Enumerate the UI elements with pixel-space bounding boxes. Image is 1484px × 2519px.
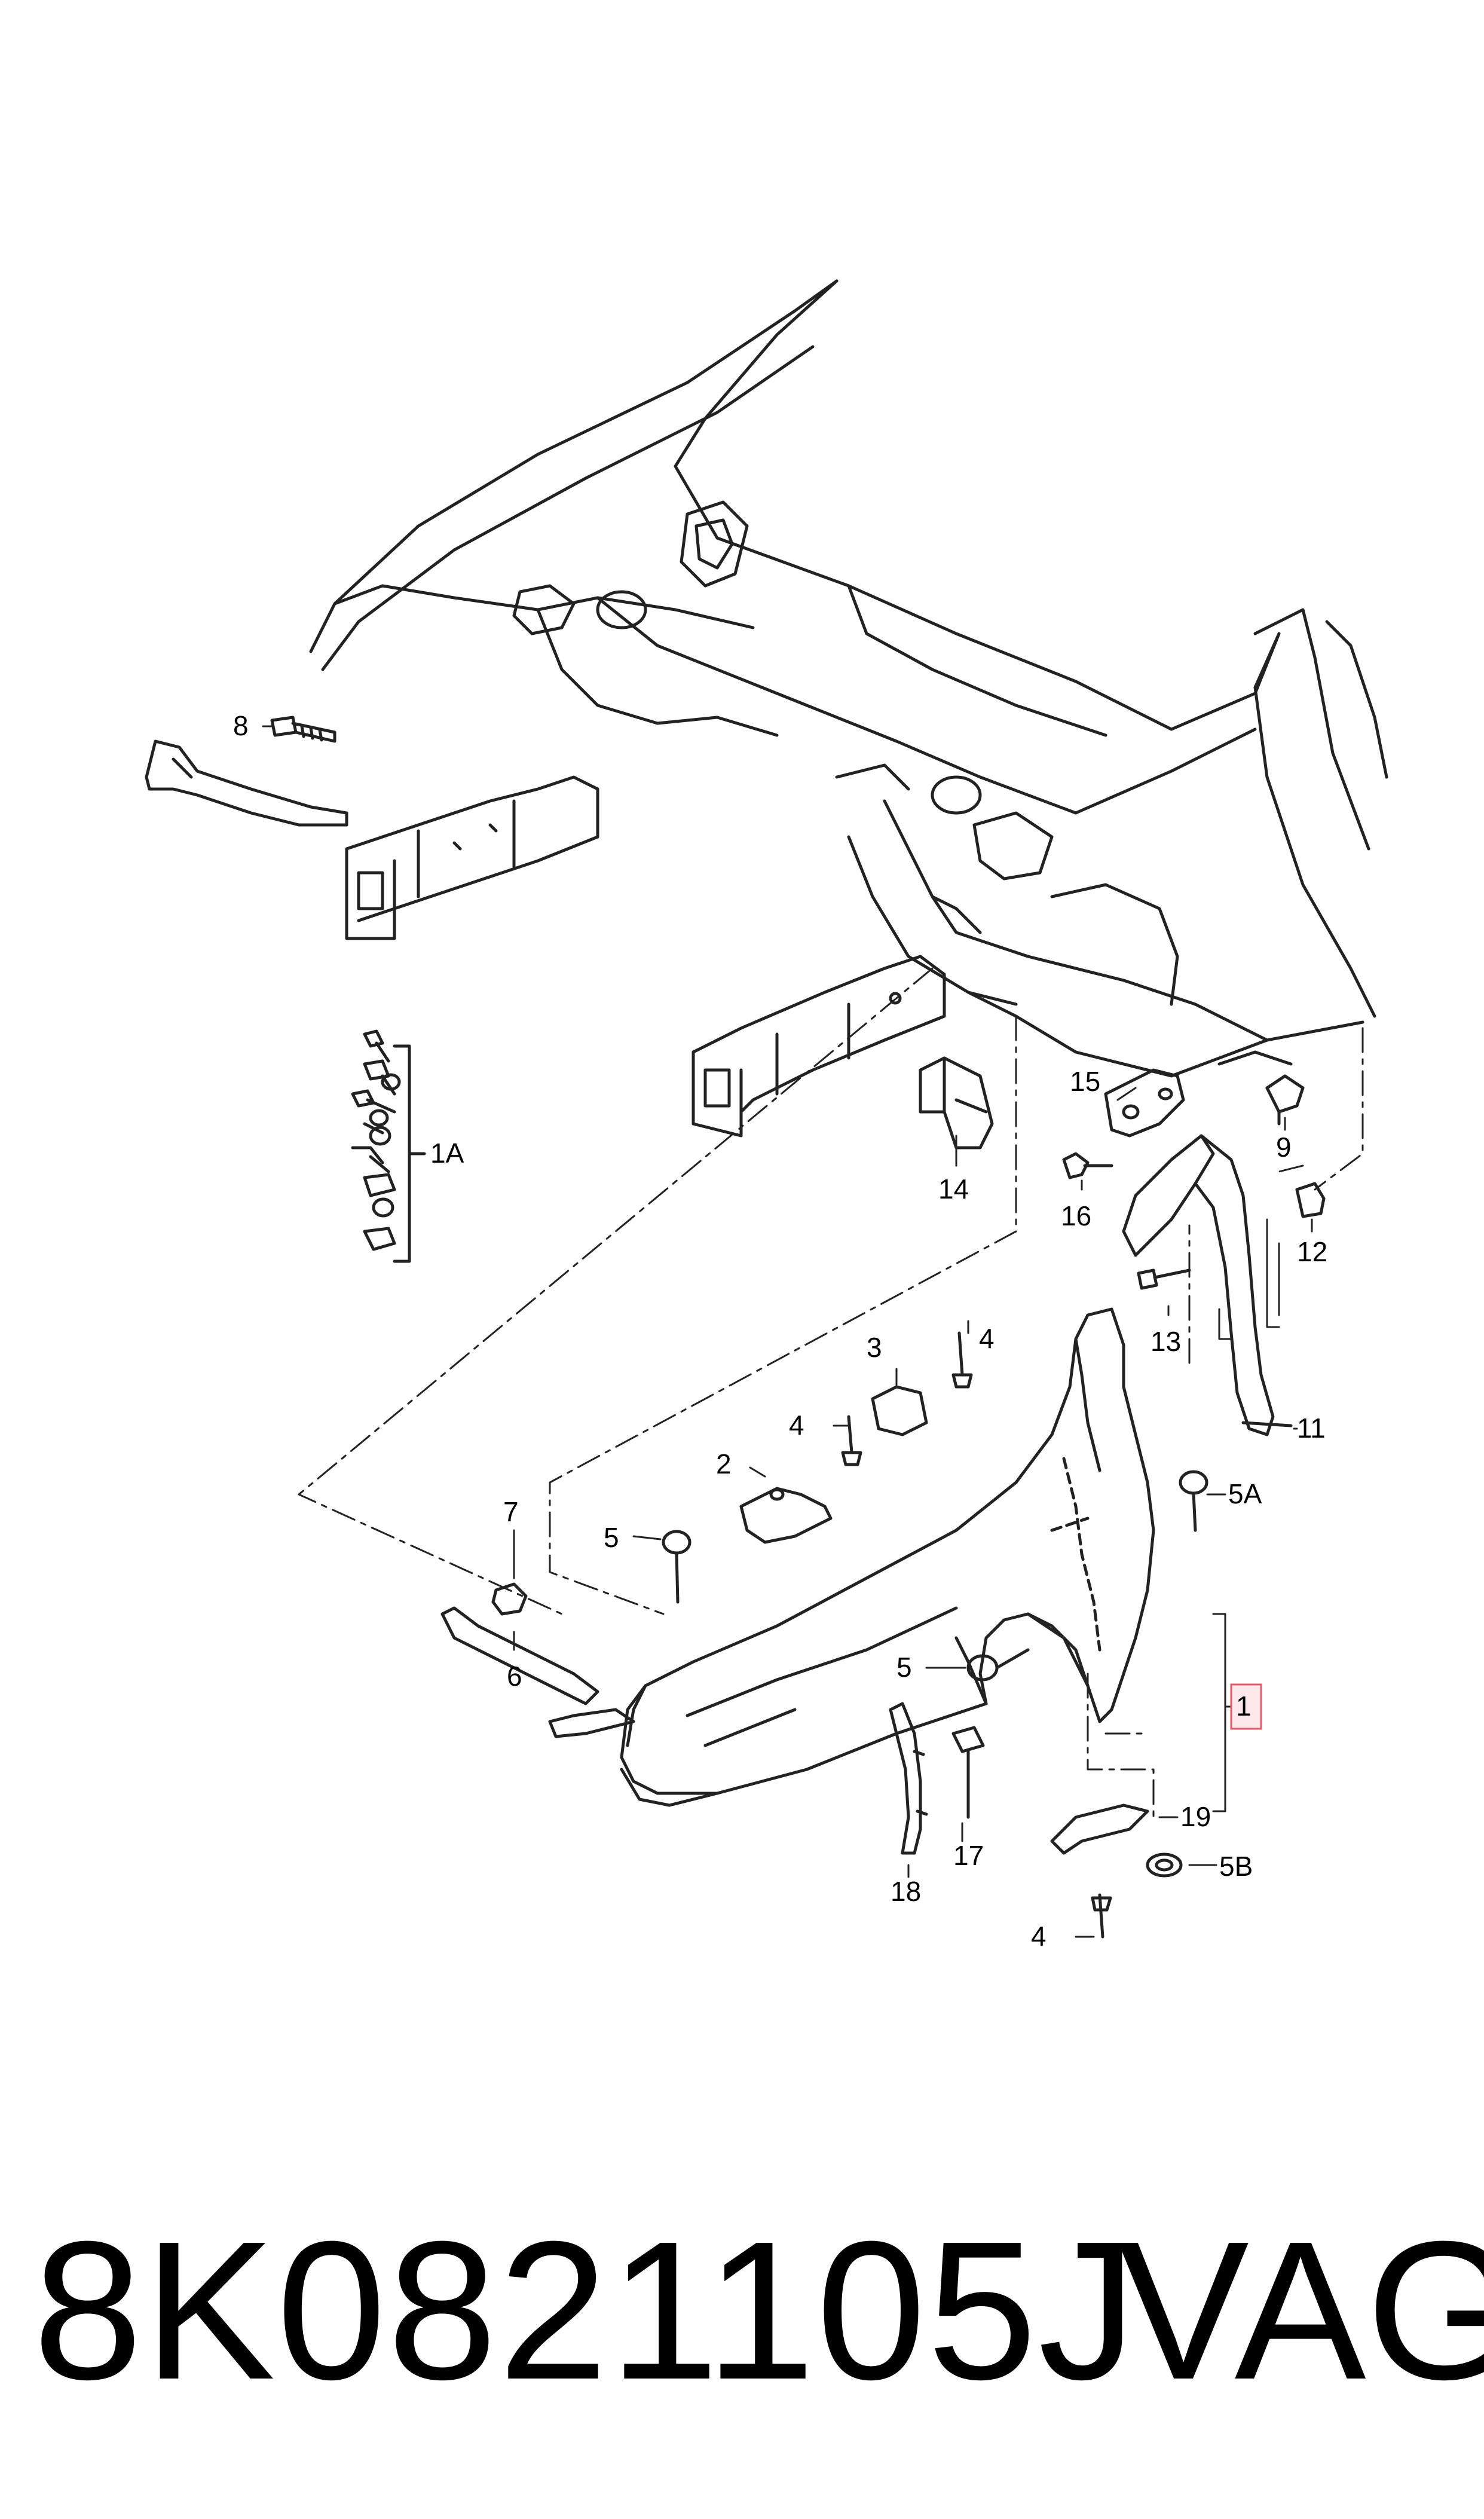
callout-13: 13 — [1151, 1326, 1181, 1357]
callout-5-lower: 5 — [896, 1652, 912, 1683]
callout-4-lower: 4 — [1031, 1921, 1047, 1952]
callout-6: 6 — [507, 1661, 522, 1692]
callout-2: 2 — [716, 1448, 732, 1479]
part-11-pillar-trim — [1122, 1134, 1293, 1436]
bracket-6 — [440, 1606, 635, 1738]
stud-16 — [1062, 1152, 1113, 1179]
part-15-bracket — [1104, 1068, 1185, 1138]
brand-caption: VAG — [1118, 2200, 1484, 2420]
callout-12: 12 — [1297, 1236, 1327, 1267]
front-wing-part-1 — [620, 1307, 1155, 1807]
screw-5-upper — [662, 1530, 691, 1604]
callout-4-mid: 4 — [789, 1410, 804, 1441]
bracket-2 — [739, 1487, 833, 1544]
bracket-19 — [1050, 1803, 1149, 1855]
clip-9 — [1265, 1074, 1305, 1126]
callout-16: 16 — [1061, 1200, 1091, 1231]
callout-1A: 1A — [430, 1138, 464, 1169]
bolt-8 — [270, 716, 336, 743]
callout-5B: 5B — [1219, 1851, 1253, 1882]
callout-4-upper: 4 — [979, 1323, 995, 1354]
rivet-4-upper — [951, 1331, 973, 1389]
callout-19: 19 — [1180, 1801, 1211, 1832]
assembly-lines — [298, 967, 1364, 1818]
callout-18: 18 — [891, 1876, 921, 1907]
left-front-rail — [345, 775, 599, 940]
fastener-set-1A — [351, 1029, 426, 1263]
nut-7 — [491, 1582, 528, 1616]
callout-1: 1 — [1236, 1690, 1252, 1722]
screw-13 — [1137, 1268, 1191, 1290]
part-number-caption: 8K0821105J — [33, 2200, 1138, 2420]
parts-exploded-diagram: 1 1A 2 3 4 4 4 5 5 5A 5B 6 7 8 9 11 12 1… — [145, 279, 1388, 1952]
leader-lines — [262, 725, 1313, 1938]
right-front-rail — [691, 955, 946, 1138]
wing-inner-edge-dashed — [1050, 1457, 1101, 1652]
screw-5A — [1179, 1470, 1208, 1532]
rivet-4-mid — [841, 1415, 862, 1466]
callout-3: 3 — [867, 1332, 882, 1363]
callout-1-highlight-box — [1230, 1683, 1262, 1730]
plug-17 — [951, 1726, 985, 1819]
callout-5-upper: 5 — [604, 1522, 619, 1553]
callout-labels: 1 1A 2 3 4 4 4 5 5 5A 5B 6 7 8 9 11 12 1… — [233, 710, 1327, 1952]
callout-8: 8 — [233, 710, 249, 741]
rivet-4-lower — [1091, 1893, 1112, 1939]
seal-18 — [889, 1702, 928, 1855]
left-bracket-8 — [145, 739, 348, 827]
callout-7: 7 — [503, 1496, 519, 1527]
washer-5B — [1146, 1852, 1183, 1878]
part-14-bracket — [919, 1056, 994, 1150]
clip-12 — [1295, 1182, 1326, 1218]
callout-5A: 5A — [1228, 1478, 1262, 1509]
callout-14: 14 — [938, 1173, 969, 1205]
front-body-structure — [309, 279, 1388, 1078]
screw-5-lower — [966, 1648, 1030, 1682]
callout-15: 15 — [1070, 1066, 1100, 1097]
callout-9: 9 — [1276, 1132, 1292, 1163]
callout-11: 11 — [1297, 1413, 1326, 1444]
callout-17: 17 — [953, 1840, 984, 1871]
clip-3 — [871, 1385, 928, 1436]
